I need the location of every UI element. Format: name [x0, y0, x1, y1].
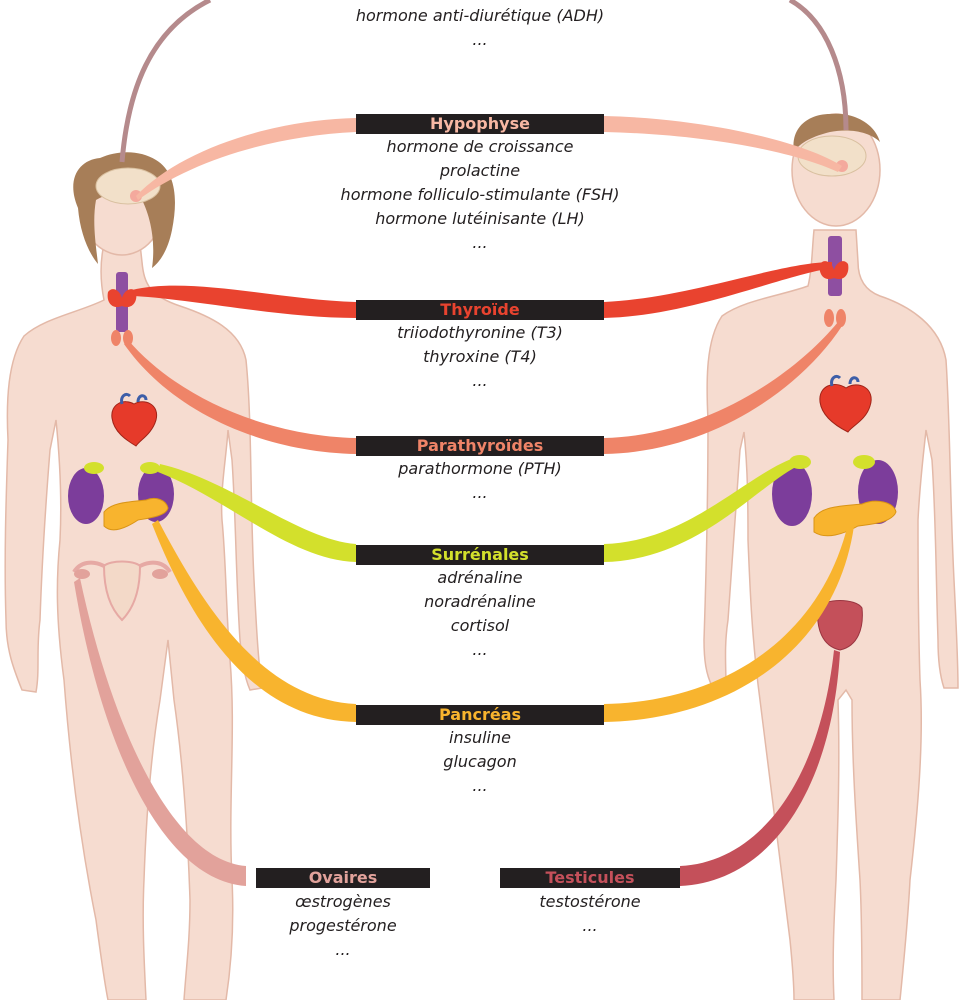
male-hair	[793, 113, 880, 152]
hormone-list-thyroide: triiodothyronine (T3) thyroxine (T4) ...	[330, 321, 630, 393]
female-parathyroid	[111, 330, 121, 346]
hormone-item: ...	[472, 30, 488, 49]
gland-title-text: Thyroïde	[440, 300, 520, 319]
ribbon-thyroide-left	[132, 285, 356, 318]
gland-title-text: Parathyroïdes	[416, 436, 544, 455]
gland-title-testicules: Testicules	[500, 868, 680, 888]
gland-title-ovaires: Ovaires	[256, 868, 430, 888]
hormone-item: ...	[472, 371, 488, 390]
ribbon-parathyroides-left	[124, 340, 356, 454]
hormone-item: ...	[335, 940, 351, 959]
hormone-item: prolactine	[439, 161, 521, 180]
hormone-list-parathyroides: parathormone (PTH) ...	[330, 457, 630, 505]
hormone-item: progestérone	[289, 916, 397, 935]
top-hormone-list: hormone anti-diurétique (ADH) ...	[330, 4, 630, 52]
ribbon-hypophyse-right	[604, 116, 842, 172]
gland-title-text: Surrénales	[431, 545, 529, 564]
female-body-silhouette	[4, 243, 263, 1000]
female-pancreas	[103, 497, 169, 531]
gland-title-surrenales: Surrénales	[356, 545, 604, 565]
hormone-item: hormone de croissance	[386, 137, 574, 156]
female-fallopian-tubes	[72, 560, 172, 574]
brain-link-left	[119, 0, 212, 163]
hormone-item: ...	[582, 916, 598, 935]
hormone-item: hormone anti-diurétique (ADH)	[355, 6, 605, 25]
ribbon-pancreas-left	[152, 520, 356, 722]
female-figure	[4, 152, 263, 1000]
hormone-item: insuline	[449, 728, 511, 747]
hormone-item: glucagon	[443, 752, 517, 771]
connector-ribbons	[74, 0, 854, 886]
female-heart-vessels	[120, 392, 148, 405]
hormone-list-pancreas: insuline glucagon ...	[330, 726, 630, 798]
female-ovary-left	[74, 569, 90, 579]
brain-link-right	[788, 0, 849, 131]
hormone-list-surrenales: adrénaline noradrénaline cortisol ...	[330, 566, 630, 662]
male-figure	[703, 113, 959, 1000]
ribbon-testicules	[680, 650, 840, 886]
hormone-item: parathormone (PTH)	[398, 459, 562, 478]
gland-title-text: Ovaires	[308, 868, 378, 887]
hormone-list-hypophyse: hormone de croissance prolactine hormone…	[330, 135, 630, 255]
hormone-item: triiodothyronine (T3)	[397, 323, 563, 342]
hormone-item: cortisol	[450, 616, 510, 635]
male-testicles	[817, 600, 863, 651]
female-heart	[111, 401, 158, 447]
female-kidney-left	[68, 468, 104, 524]
hormone-item: hormone folliculo-stimulante (FSH)	[340, 185, 620, 204]
female-adrenal-right	[140, 462, 160, 474]
ribbon-surrenales-right	[604, 456, 802, 562]
hormone-item: testostérone	[539, 892, 641, 911]
male-heart	[819, 384, 872, 433]
hormone-item: ...	[472, 233, 488, 252]
female-thyroid	[107, 289, 137, 308]
female-parathyroid	[123, 330, 133, 346]
ribbon-parathyroides-right	[604, 322, 842, 454]
hormone-item: adrénaline	[437, 568, 523, 587]
gland-title-parathyroides: Parathyroïdes	[356, 436, 604, 456]
male-kidney-left	[772, 462, 812, 526]
female-uterus	[102, 560, 142, 622]
ribbon-ovaires	[74, 578, 246, 886]
male-trachea	[828, 236, 842, 296]
hormone-item: ...	[472, 776, 488, 795]
male-pancreas	[813, 500, 897, 537]
male-adrenal-right	[853, 455, 875, 469]
ribbon-hypophyse-left	[136, 118, 356, 200]
gland-title-text: Hypophyse	[430, 114, 530, 133]
hormone-item: ...	[472, 483, 488, 502]
female-adrenal-left	[84, 462, 104, 474]
male-parathyroid	[824, 309, 834, 327]
hormone-list-testicules: testostérone ...	[490, 890, 690, 938]
hormone-item: thyroxine (T4)	[423, 347, 537, 366]
gland-title-text: Testicules	[545, 868, 635, 887]
gland-title-hypophyse: Hypophyse	[356, 114, 604, 134]
ribbon-pancreas-right	[604, 524, 854, 722]
ribbon-thyroide-right	[604, 262, 832, 318]
hormone-list-ovaires: œstrogènes progestérone ...	[243, 890, 443, 962]
gland-title-pancreas: Pancréas	[356, 705, 604, 725]
male-heart-vessels	[830, 374, 860, 387]
gland-title-text: Pancréas	[438, 705, 522, 724]
ribbon-surrenales-left	[158, 464, 356, 562]
hormone-item: noradrénaline	[424, 592, 536, 611]
hormone-item: hormone lutéinisante (LH)	[375, 209, 585, 228]
female-ovary-right	[152, 569, 168, 579]
gland-title-thyroide: Thyroïde	[356, 300, 604, 320]
hormone-item: œstrogènes	[295, 892, 391, 911]
hormone-item: ...	[472, 640, 488, 659]
